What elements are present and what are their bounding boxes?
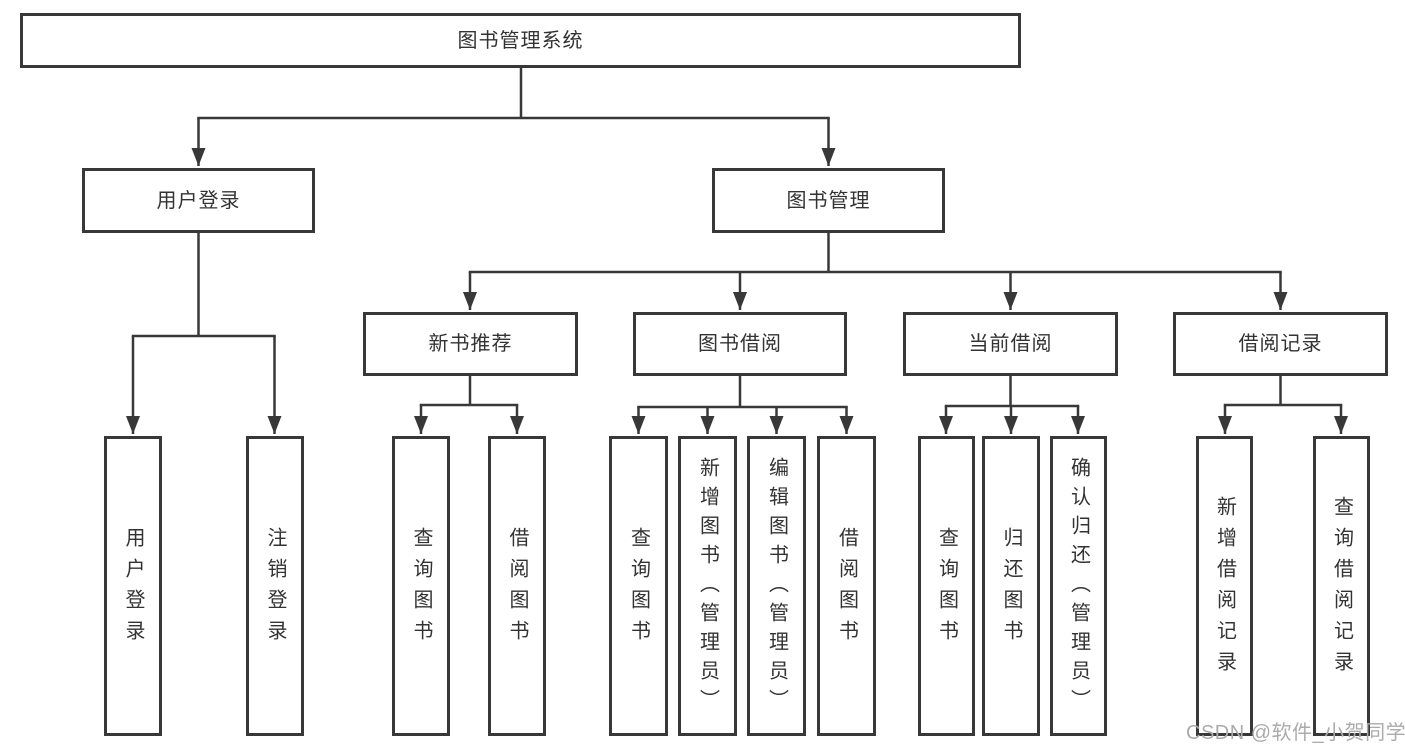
tree-branch-lines — [131, 66, 1343, 409]
node-borrowing-records: 借阅记录 — [1173, 312, 1388, 376]
leaf-edit-books-admin: 编辑图书（管理员） — [747, 436, 806, 736]
leaf-current-query-books: 查询图书 — [918, 436, 975, 736]
leaf-user-login: 用户登录 — [104, 436, 162, 736]
leaf-query-borrow-record: 查询借阅记录 — [1313, 436, 1370, 736]
csdn-watermark: CSDN @软件_小贺同学 — [1186, 722, 1405, 744]
leaf-recommend-borrow-books: 借阅图书 — [488, 436, 546, 736]
leaf-borrowing-query-books: 查询图书 — [609, 436, 668, 736]
node-book-borrowing: 图书借阅 — [633, 312, 847, 376]
leaf-add-books-admin: 新增图书（管理员） — [678, 436, 737, 736]
leaf-add-borrow-record: 新增借阅记录 — [1196, 436, 1253, 736]
leaf-recommend-query-books: 查询图书 — [392, 436, 450, 736]
leaf-borrow-books: 借阅图书 — [817, 436, 876, 736]
leaf-return-books: 归还图书 — [982, 436, 1040, 736]
node-user-login: 用户登录 — [82, 168, 315, 233]
node-book-management: 图书管理 — [712, 168, 945, 233]
leaf-confirm-return-admin: 确认归还（管理员） — [1050, 436, 1107, 736]
node-library-management-system: 图书管理系统 — [20, 13, 1021, 68]
arrow-drops — [126, 118, 1348, 434]
leaf-logout: 注销登录 — [246, 436, 304, 736]
node-current-borrowing: 当前借阅 — [903, 312, 1118, 376]
node-new-book-recommendation: 新书推荐 — [363, 312, 578, 376]
